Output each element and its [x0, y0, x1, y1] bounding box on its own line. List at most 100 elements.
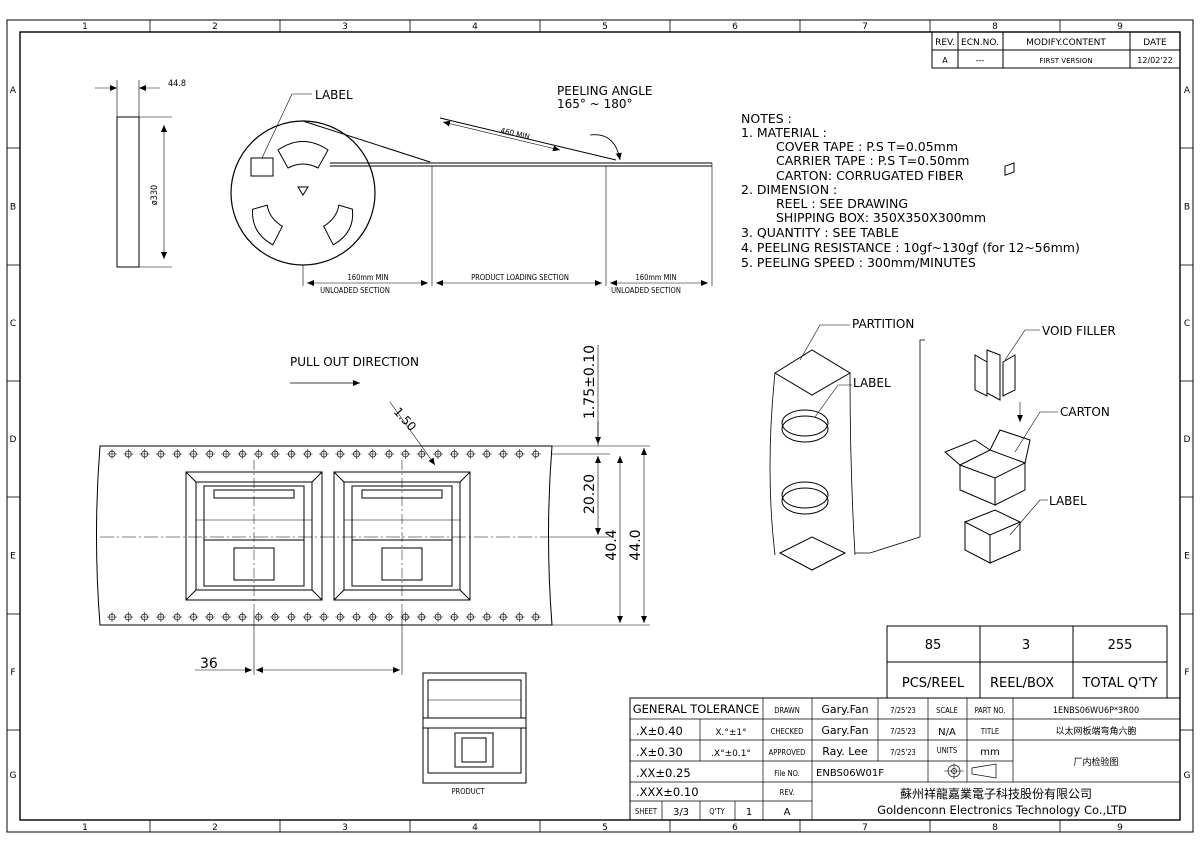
zone-label: 2	[212, 823, 218, 833]
zone-label: D	[10, 435, 17, 445]
rev-value: A	[942, 56, 948, 65]
sprocket-holes	[107, 612, 541, 622]
qty-label-total: TOTAL Q'TY	[1081, 676, 1157, 691]
notes: NOTES : 1. MATERIAL : COVER TAPE : P.S T…	[741, 111, 1080, 270]
angle-tolerance: .X°±0.1°	[711, 749, 751, 759]
notes-title: NOTES :	[741, 111, 792, 126]
peeling-angle-title: PEELING ANGLE	[557, 84, 652, 98]
zone-label: F	[10, 668, 15, 678]
zone-label: 5	[602, 823, 608, 833]
tolerance-row: .XXX±0.10	[636, 785, 699, 799]
date-header: DATE	[1143, 38, 1167, 48]
partition-sheet	[774, 349, 851, 396]
reel-label-callout: LABEL	[315, 88, 353, 102]
section3-bottom: UNLOADED SECTION	[611, 286, 681, 295]
drawn-date: 7/25'23	[890, 706, 916, 715]
checked-date: 7/25'23	[890, 727, 916, 736]
note-line: CARTON: CORRUGATED FIBER	[776, 168, 964, 183]
note-line: 2. DIMENSION :	[741, 182, 837, 197]
dim-hole-diameter: 1.50	[391, 405, 419, 434]
zone-label: 8	[992, 22, 998, 32]
tolerance-row: .X±0.30	[636, 745, 683, 759]
drawing-type: 厂内检验图	[1073, 756, 1118, 768]
note-line: SHIPPING BOX: 350X350X300mm	[776, 210, 986, 225]
inner-frame	[19, 31, 1181, 821]
zone-label: A	[1184, 86, 1191, 96]
dim-hole-span: 40.4	[604, 529, 620, 560]
note-line: CARRIER TAPE : P.S T=0.50mm	[776, 153, 969, 168]
zone-label: 4	[472, 823, 478, 833]
reel-width-dim: 44.8	[168, 79, 186, 89]
section1-top: 160mm MIN	[347, 273, 388, 282]
reel-icon	[781, 481, 829, 509]
sheet-label: SHEET	[635, 807, 658, 816]
approved-by: Ray. Lee	[822, 745, 868, 758]
peeling-angle-range: 165° ~ 180°	[557, 97, 633, 111]
box-label: LABEL	[1049, 494, 1087, 508]
carton-label: CARTON	[1060, 405, 1110, 419]
zone-label: 1	[82, 22, 88, 32]
zone-label: 9	[1117, 823, 1123, 833]
zone-label: E	[1184, 552, 1190, 562]
projection-symbol	[944, 763, 997, 779]
quantity-table: 85 3 255 PCS/REEL REEL/BOX TOTAL Q'TY	[886, 625, 1168, 699]
reel-side-view: 44.8 ø330	[95, 79, 186, 268]
note-line: 4. PEELING RESISTANCE : 10gf~130gf (for …	[741, 240, 1080, 255]
dim-hole-offset: 1.75±0.10	[582, 345, 598, 419]
zone-label: C	[10, 319, 16, 329]
dim-pocket-pitch: 36	[200, 656, 218, 672]
zone-label: 6	[732, 22, 738, 32]
dim-tape-width: 44.0	[628, 529, 644, 560]
rev-label: REV.	[780, 788, 795, 797]
zone-label: 1	[82, 823, 88, 833]
reel-icon	[781, 409, 829, 437]
outer-frame	[6, 19, 1194, 833]
note-line: REEL : SEE DRAWING	[776, 196, 908, 211]
zone-label: F	[1184, 668, 1189, 678]
rev-value: A	[784, 807, 791, 818]
section1-bottom: UNLOADED SECTION	[320, 286, 390, 295]
zone-label: 4	[472, 22, 478, 32]
product-view	[422, 672, 527, 784]
qty-label: Q'TY	[709, 807, 725, 816]
tape-pocket	[333, 460, 471, 610]
void-filler-icon	[974, 349, 1016, 401]
company-name-en: Goldenconn Electronics Technology Co.,LT…	[877, 803, 1127, 817]
carrier-tape: PULL OUT DIRECTION	[96, 345, 650, 796]
part-number: 1ENBS06WU6P*3R00	[1053, 706, 1139, 716]
title-block: GENERAL TOLERANCE .X±0.40 .X±0.30 .XX±0.…	[629, 697, 1181, 821]
revision-table: REV. ECN.NO. MODIFY.CONTENT DATE A --- F…	[931, 31, 1181, 69]
reel-label-text: LABEL	[853, 376, 891, 390]
general-tolerance-label: GENERAL TOLERANCE	[633, 702, 760, 716]
carton-icon	[944, 429, 1031, 506]
modify-value: FIRST VERSION	[1039, 57, 1092, 65]
note-line: 5. PEELING SPEED : 300mm/MINUTES	[741, 255, 976, 270]
qty-value: 1	[746, 807, 752, 818]
company-name-cn: 蘇州祥龍嘉業電子科技股份有限公司	[900, 786, 1092, 801]
checked-by: Gary.Fan	[821, 724, 868, 737]
zone-label: 6	[732, 823, 738, 833]
zone-label: C	[1184, 319, 1190, 329]
dim-pitch-center: 20.20	[582, 474, 598, 514]
approved-date: 7/25'23	[890, 748, 916, 757]
peeling-diagram: 460 MIN. PEELING ANGLE 165° ~ 180° 160mm…	[302, 84, 713, 295]
qty-label-pcs: PCS/REEL	[902, 676, 965, 691]
zone-label: B	[1184, 203, 1190, 213]
product-caption: PRODUCT	[451, 787, 485, 796]
note-line: 1. MATERIAL :	[741, 125, 827, 140]
void-filler-label: VOID FILLER	[1042, 324, 1116, 338]
scale-label: SCALE	[936, 706, 958, 715]
zone-label: A	[10, 86, 17, 96]
sealed-box-icon	[963, 162, 1022, 564]
units-value: mm	[980, 747, 999, 758]
angle-tolerance: X.°±1°	[715, 728, 746, 738]
ecn-value: ---	[976, 56, 985, 65]
note-line: COVER TAPE : P.S T=0.05mm	[776, 139, 958, 154]
zone-label: E	[10, 552, 16, 562]
zone-label: 7	[862, 823, 868, 833]
zone-label: 9	[1117, 22, 1123, 32]
reel-diameter-dim: ø330	[150, 185, 160, 205]
file-number: ENBS06W01F	[816, 768, 884, 779]
